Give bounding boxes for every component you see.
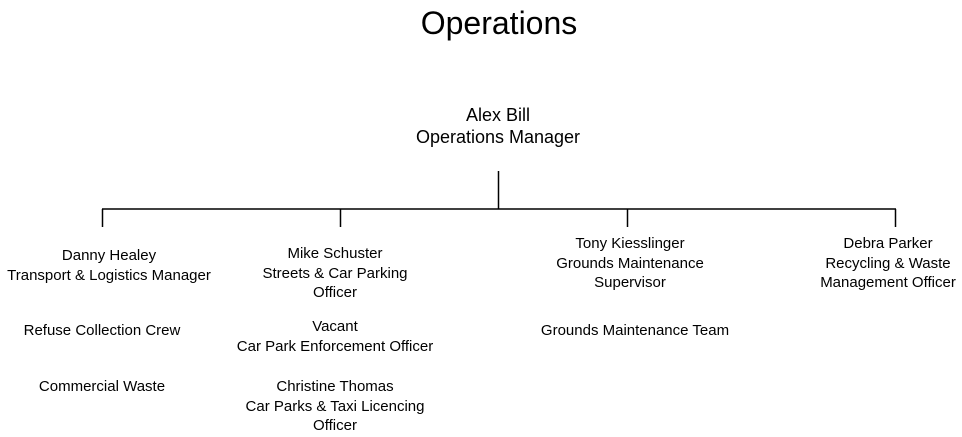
team-1-1-line-1: Refuse Collection Crew [23,322,181,339]
manager-name: Alex Bill [465,105,531,125]
manager-role: Operations Manager [415,127,581,147]
team-1-2-line-1: Commercial Waste [38,378,166,395]
head-node-2: Mike Schuster Streets & Car Parking Offi… [235,244,435,303]
head-2-line-2: Streets & Car Parking [262,264,408,282]
team-node-2-2: Christine Thomas Car Parks & Taxi Licenc… [232,377,438,436]
team-2-2-line-3: Officer [313,417,357,434]
team-node-2-1: Vacant Car Park Enforcement Officer [226,317,444,356]
head-4-line-3: Management Officer [820,274,956,291]
team-2-2-line-2: Car Parks & Taxi Licencing [245,397,425,415]
head-node-4: Debra Parker Recycling & Waste Managemen… [802,234,962,293]
team-3-1-line-1: Grounds Maintenance Team [540,322,730,339]
team-node-1-2: Commercial Waste [0,377,204,397]
head-4-line-1: Debra Parker [843,235,933,252]
chart-title: Operations [420,5,578,41]
head-node-3: Tony Kiesslinger Grounds Maintenance Sup… [530,234,730,293]
head-1-line-2: Transport & Logistics Manager [7,266,211,284]
manager-node: Alex Bill Operations Manager [398,104,598,148]
head-2-line-1: Mike Schuster [287,245,383,262]
team-2-1-line-2: Car Park Enforcement Officer [236,337,434,355]
head-node-1: Danny Healey Transport & Logistics Manag… [0,246,218,285]
team-node-3-1: Grounds Maintenance Team [525,321,745,341]
head-4-line-2: Recycling & Waste [825,254,951,272]
team-2-1-line-1: Vacant [312,318,358,335]
head-3-line-3: Supervisor [594,274,666,291]
head-3-line-1: Tony Kiesslinger [575,235,685,252]
head-2-line-3: Officer [313,284,357,301]
team-node-1-1: Refuse Collection Crew [0,321,204,341]
team-2-2-line-1: Christine Thomas [276,378,394,395]
head-1-line-1: Danny Healey [61,247,157,264]
head-3-line-2: Grounds Maintenance [556,254,704,272]
